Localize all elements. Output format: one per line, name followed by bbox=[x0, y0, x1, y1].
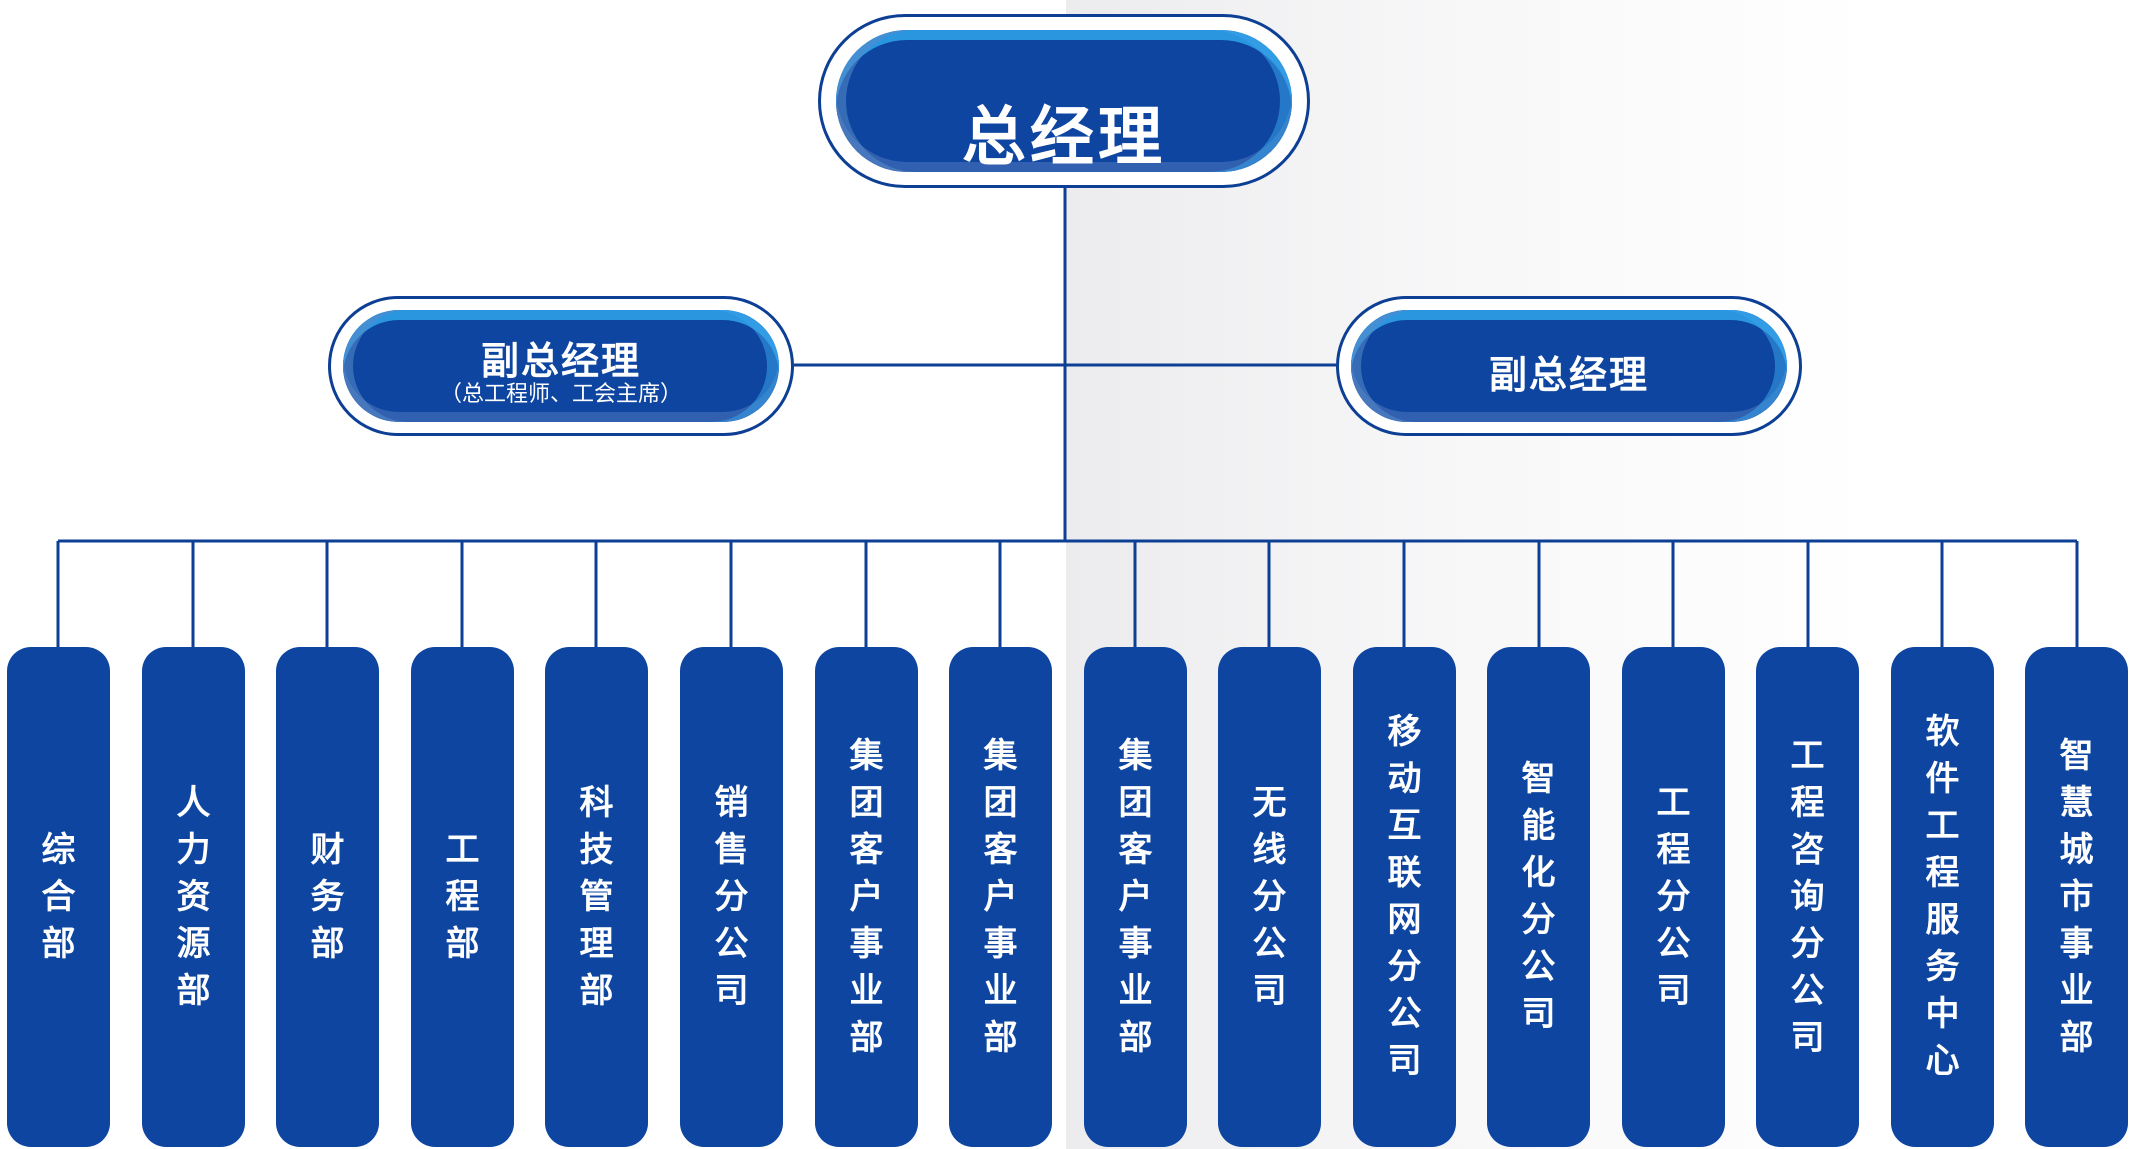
department-label: 工程咨询分公司 bbox=[1790, 735, 1825, 1058]
department-label: 集团客户事业部 bbox=[983, 735, 1018, 1058]
department-node: 综合部 bbox=[7, 647, 110, 1147]
department-label: 科技管理部 bbox=[579, 782, 614, 1011]
department-node: 集团客户事业部 bbox=[949, 647, 1052, 1147]
department-node: 智慧城市事业部 bbox=[2025, 647, 2128, 1147]
general-manager-pill: 总经理 bbox=[836, 30, 1292, 172]
deputy-manager-left-subtitle: （总工程师、工会主席） bbox=[439, 382, 682, 407]
department-label: 集团客户事业部 bbox=[1118, 735, 1153, 1058]
department-label: 财务部 bbox=[310, 829, 345, 964]
department-label: 移动互联网分公司 bbox=[1387, 712, 1422, 1081]
department-node: 工程咨询分公司 bbox=[1756, 647, 1859, 1147]
deputy-manager-right-title: 副总经理 bbox=[1488, 353, 1649, 397]
department-node: 人力资源部 bbox=[142, 647, 245, 1147]
department-node: 工程分公司 bbox=[1622, 647, 1725, 1147]
department-node: 集团客户事业部 bbox=[1084, 647, 1187, 1147]
department-label: 集团客户事业部 bbox=[849, 735, 884, 1058]
department-label: 无线分公司 bbox=[1252, 782, 1287, 1011]
department-node: 无线分公司 bbox=[1218, 647, 1321, 1147]
department-label: 人力资源部 bbox=[176, 782, 211, 1011]
department-node: 销售分公司 bbox=[680, 647, 783, 1147]
department-node: 科技管理部 bbox=[545, 647, 648, 1147]
general-manager-title: 总经理 bbox=[962, 101, 1166, 172]
department-label: 工程分公司 bbox=[1656, 782, 1691, 1011]
department-label: 智慧城市事业部 bbox=[2059, 735, 2094, 1058]
department-label: 工程部 bbox=[445, 829, 480, 964]
department-node: 财务部 bbox=[276, 647, 379, 1147]
deputy-manager-right-pill: 副总经理 bbox=[1351, 310, 1787, 422]
department-node: 工程部 bbox=[411, 647, 514, 1147]
department-label: 智能化分公司 bbox=[1521, 759, 1556, 1034]
deputy-manager-left-title: 副总经理 bbox=[480, 339, 641, 383]
department-label: 综合部 bbox=[41, 829, 76, 964]
department-label: 销售分公司 bbox=[714, 782, 749, 1011]
department-node: 软件工程服务中心 bbox=[1891, 647, 1994, 1147]
deputy-manager-left-pill: 副总经理 （总工程师、工会主席） bbox=[343, 310, 779, 422]
department-label: 软件工程服务中心 bbox=[1925, 712, 1960, 1081]
department-node: 集团客户事业部 bbox=[815, 647, 918, 1147]
department-node: 智能化分公司 bbox=[1487, 647, 1590, 1147]
department-node: 移动互联网分公司 bbox=[1353, 647, 1456, 1147]
